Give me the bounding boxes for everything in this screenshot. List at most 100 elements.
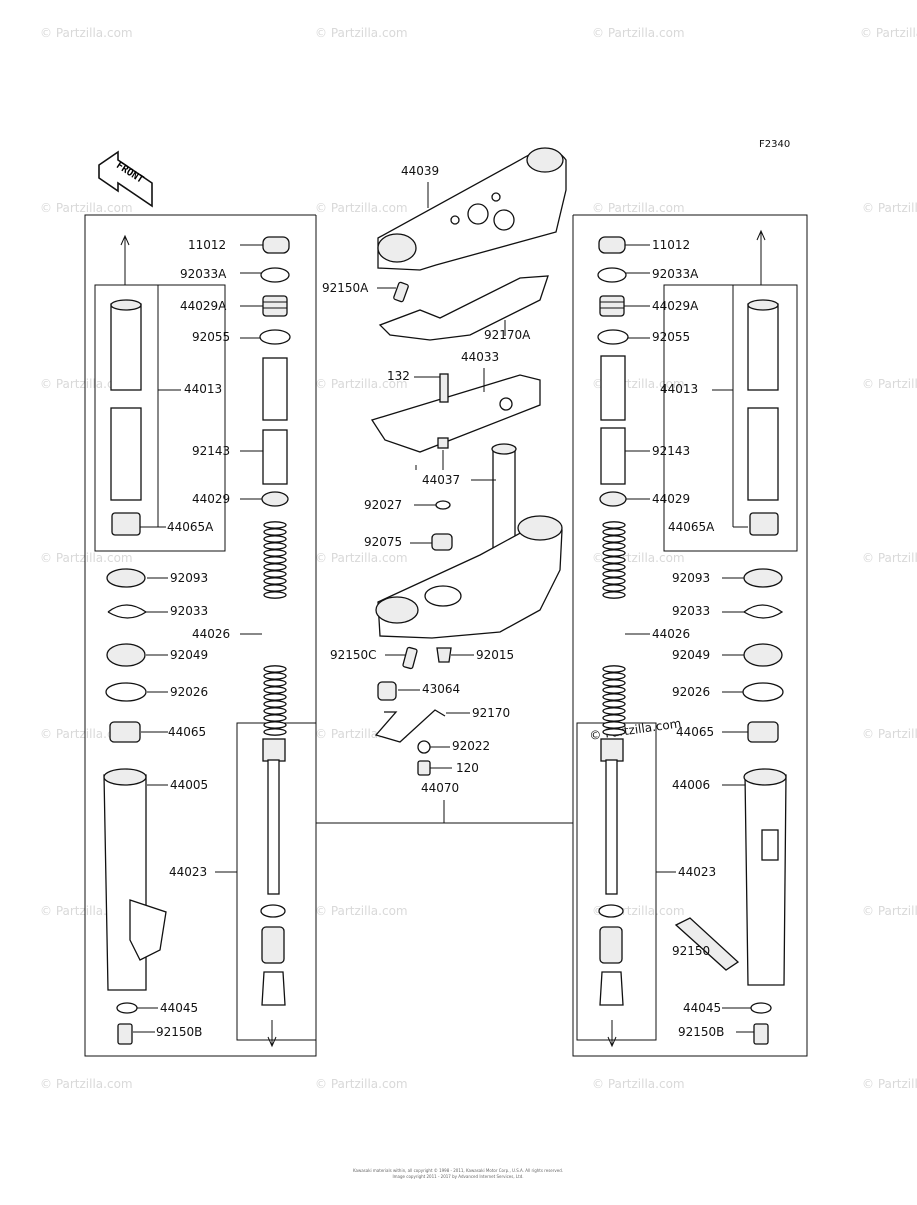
spring-coil: [602, 528, 626, 536]
watermark: © Partzilla.com: [315, 551, 408, 565]
left-fork-parts: [103, 236, 291, 1045]
watermark: © Partzilla.com: [862, 201, 917, 215]
spring-coil: [263, 556, 287, 564]
part-oring-a: [260, 267, 290, 283]
spring-coil: [602, 721, 626, 729]
part-ring-r: [742, 682, 784, 702]
spring-coil: [602, 542, 626, 550]
part-number-label: 44013: [660, 382, 698, 396]
spring-coil: [263, 577, 287, 585]
spring-coil: [263, 591, 287, 599]
watermark: © Partzilla.com: [862, 377, 917, 391]
part-washer-022: [417, 740, 431, 754]
watermark: © Partzilla.com: [860, 26, 917, 40]
watermark: © Partzilla.com: [592, 1077, 685, 1091]
spring-coil: [602, 591, 626, 599]
part-number-label: 92075: [364, 535, 402, 549]
spring-coil: [263, 549, 287, 557]
part-number-label: 92170A: [484, 328, 531, 342]
part-number-label: 92033: [170, 604, 208, 618]
part-bushing-r: [747, 721, 779, 743]
part-number-label: 44023: [169, 865, 207, 879]
part-number-label: 11012: [652, 238, 690, 252]
spring-coil: [602, 672, 626, 680]
spring-coil: [602, 535, 626, 543]
part-number-label: 92026: [672, 685, 710, 699]
part-number-label: 44029A: [652, 299, 699, 313]
part-number-label: 92027: [364, 498, 402, 512]
spring-coil: [263, 679, 287, 687]
spring-coil: [602, 693, 626, 701]
spring-coil: [263, 707, 287, 715]
part-number-label: 44029: [652, 492, 690, 506]
watermark: © Partzilla.com: [40, 377, 133, 391]
part-clamp: [374, 709, 446, 743]
watermark: © Partzilla.com: [862, 1077, 917, 1091]
spring-coil: [263, 700, 287, 708]
part-number-label: 11012: [188, 238, 226, 252]
part-number-label: 92150: [672, 944, 710, 958]
spring-coil: [263, 535, 287, 543]
part-plate: [370, 374, 541, 453]
part-spring-r: [602, 521, 626, 736]
part-washer-r: [599, 491, 627, 507]
part-ring: [105, 682, 147, 702]
part-gasket-r: [750, 1002, 772, 1014]
part-seal-r: [743, 568, 783, 588]
watermark: © Partzilla.com: [592, 201, 685, 215]
part-number-label: 92150B: [678, 1025, 724, 1039]
part-lower-bracket: [375, 515, 563, 639]
part-number-label: 92055: [192, 330, 230, 344]
part-tube: [110, 299, 142, 501]
watermark: © Partzilla.com: [315, 904, 408, 918]
part-number-label: 44023: [678, 865, 716, 879]
part-number-label: 92150A: [322, 281, 369, 295]
watermark: © Partzilla.com: [40, 1077, 133, 1091]
spring-coil: [602, 665, 626, 673]
part-collar: [111, 512, 141, 536]
watermark: © Partzilla.com: [862, 727, 917, 741]
watermark: © Partzilla.com: [592, 26, 685, 40]
part-number-label: 44029: [192, 492, 230, 506]
part-number-label: 92033A: [652, 267, 699, 281]
part-number-label: 44005: [170, 778, 208, 792]
part-grommet: [377, 681, 397, 701]
part-bushing: [109, 721, 141, 743]
part-number-label: 44065A: [668, 520, 715, 534]
part-number-label: 92150C: [330, 648, 377, 662]
part-cap: [262, 236, 290, 254]
part-number-label: 44065A: [167, 520, 214, 534]
spring-coil: [602, 707, 626, 715]
spring-coil: [263, 570, 287, 578]
spring-coil: [263, 563, 287, 571]
spring-coil: [263, 728, 287, 736]
part-allen-bolt: [117, 1023, 133, 1045]
part-oil-seal-r: [743, 643, 783, 667]
spring-coil: [602, 584, 626, 592]
part-number-label: 44045: [683, 1001, 721, 1015]
spring-coil: [263, 672, 287, 680]
part-number-label: 92049: [672, 648, 710, 662]
part-number-label: 92033: [672, 604, 710, 618]
spring-coil: [602, 686, 626, 694]
spring-coil: [602, 570, 626, 578]
part-outer-tube: [103, 768, 167, 991]
spring-coil: [263, 665, 287, 673]
spring-coil: [263, 714, 287, 722]
part-outer-tube-r: [743, 768, 787, 986]
part-damper-rod: [260, 738, 286, 1006]
part-spring: [263, 521, 287, 736]
spring-coil: [602, 563, 626, 571]
part-bolt-150c: [402, 646, 418, 670]
watermark: © Partzilla.com: [40, 201, 133, 215]
part-number-label: 92022: [452, 739, 490, 753]
spring-coil: [602, 521, 626, 529]
right-fork-parts: [597, 236, 787, 1045]
part-number-label: 44013: [184, 382, 222, 396]
part-number-label: 92170: [472, 706, 510, 720]
part-damper-rod-r: [598, 738, 624, 1006]
part-number-label: 44045: [160, 1001, 198, 1015]
watermark: © Partzilla.com: [315, 377, 408, 391]
part-washer: [261, 491, 289, 507]
